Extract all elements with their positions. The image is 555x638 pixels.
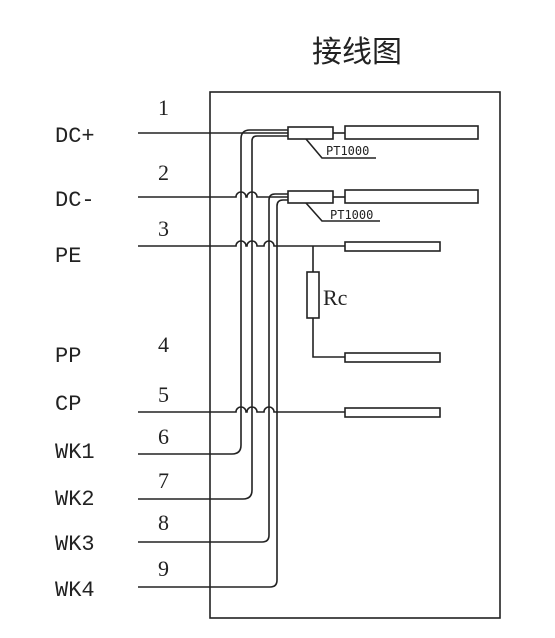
resistor-rc [306,271,320,319]
wire-wk1 [138,129,288,455]
pt1000-leader-2 [305,202,380,222]
pin-number-5: 5 [158,382,169,407]
diagram-title: 接线图 [312,35,402,70]
contact-pe [344,241,441,252]
pt1000-leader-1 [305,138,376,159]
pin-label-wk2: WK2 [55,487,95,512]
pin-number-9: 9 [158,556,169,581]
wire-resistor-pp [312,318,345,358]
contact-cp [344,407,441,418]
wire-dc-minus [138,191,288,198]
contact-dc-plus [344,125,479,140]
pin-label-wk4: WK4 [55,578,95,603]
wire-wk3 [138,193,288,543]
wire-wk4 [138,199,288,588]
pin-label-pp: PP [55,344,81,369]
pin-number-7: 7 [158,468,169,493]
pin-number-4: 4 [158,332,169,357]
pin-number-6: 6 [158,424,169,449]
contact-dc-minus [344,189,479,204]
contact-pp [344,352,441,363]
pt1000-label-2: PT1000 [330,208,373,222]
pt1000-sensor-2 [287,190,334,204]
pt1000-label-1: PT1000 [326,144,369,158]
pin-label-wk1: WK1 [55,440,95,465]
connector-housing [209,91,501,619]
pin-number-8: 8 [158,510,169,535]
pt1000-sensor-1 [287,126,334,140]
pin-label-dc-minus: DC- [55,188,95,213]
pin-label-pe: PE [55,244,81,269]
pin-number-1: 1 [158,95,169,120]
pin-number-3: 3 [158,216,169,241]
wire-wk2 [138,135,288,500]
pin-number-2: 2 [158,160,169,185]
pin-label-wk3: WK3 [55,532,95,557]
pin-label-dc-plus: DC+ [55,124,95,149]
pin-label-cp: CP [55,392,81,417]
resistor-label: Rc [323,285,348,310]
